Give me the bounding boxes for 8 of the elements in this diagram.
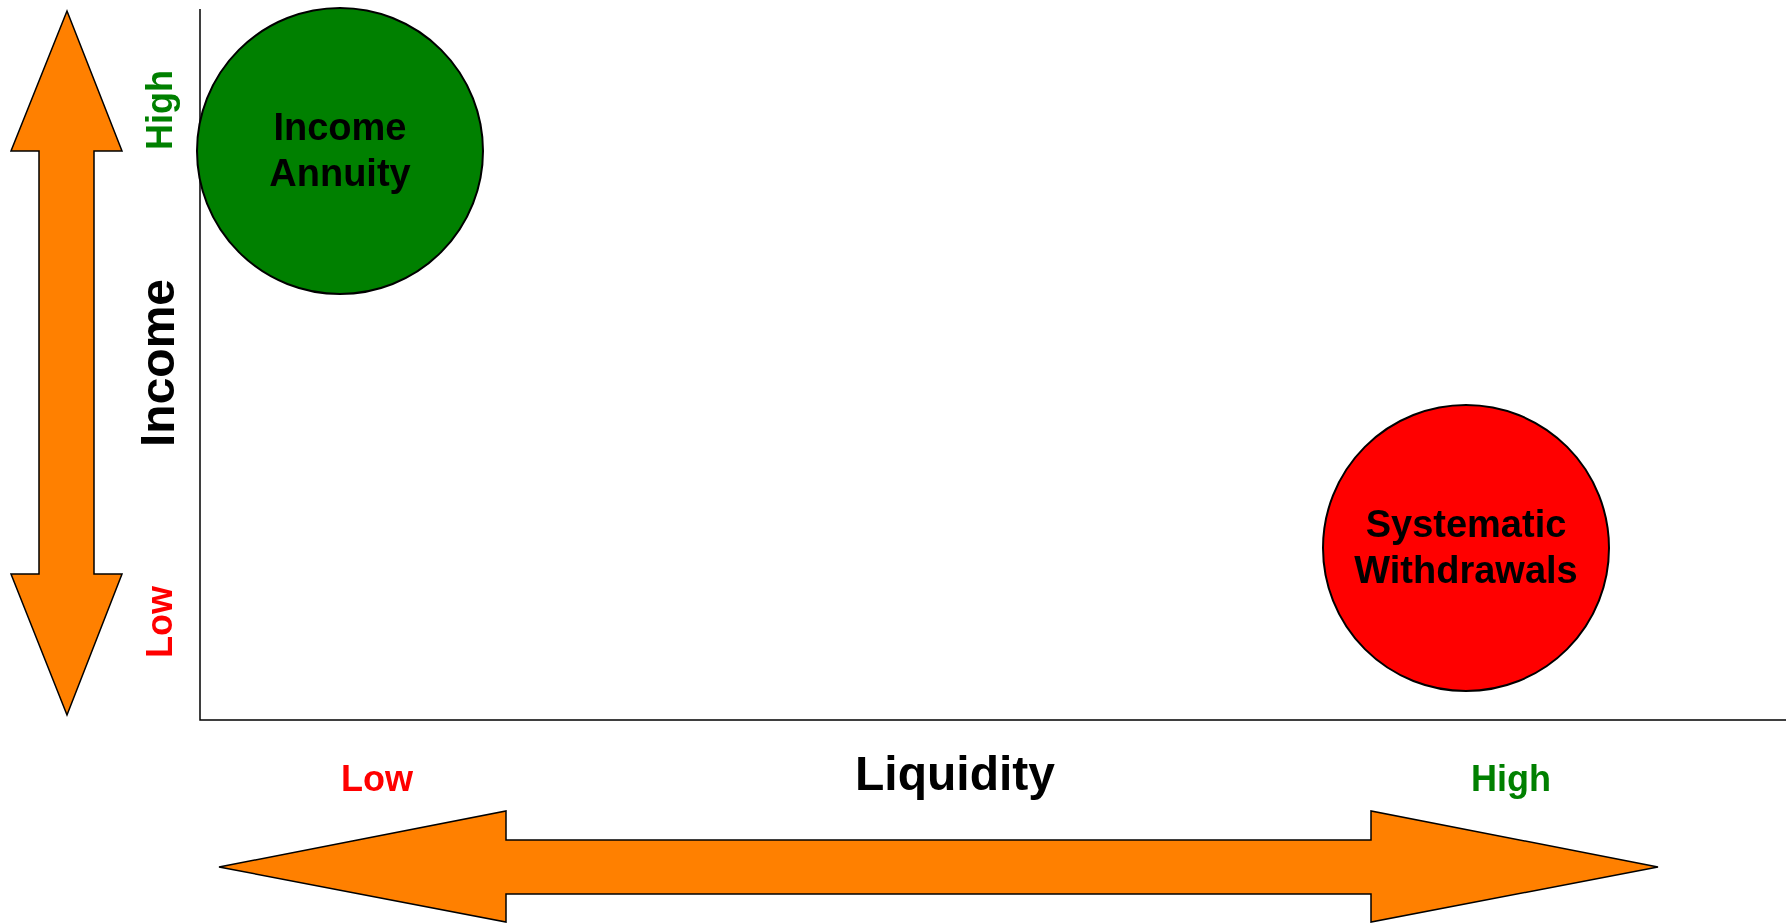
axis-level-label: Low [139, 586, 181, 658]
axis-title: Income [129, 279, 185, 447]
axis-level-label: Low [341, 758, 413, 800]
bubble: Systematic Withdrawals [1322, 404, 1610, 692]
axis-title: Liquidity [855, 745, 1055, 801]
bubble: Income Annuity [196, 7, 484, 295]
axis-level-label: High [139, 70, 181, 150]
axis-level-label: High [1471, 758, 1551, 800]
